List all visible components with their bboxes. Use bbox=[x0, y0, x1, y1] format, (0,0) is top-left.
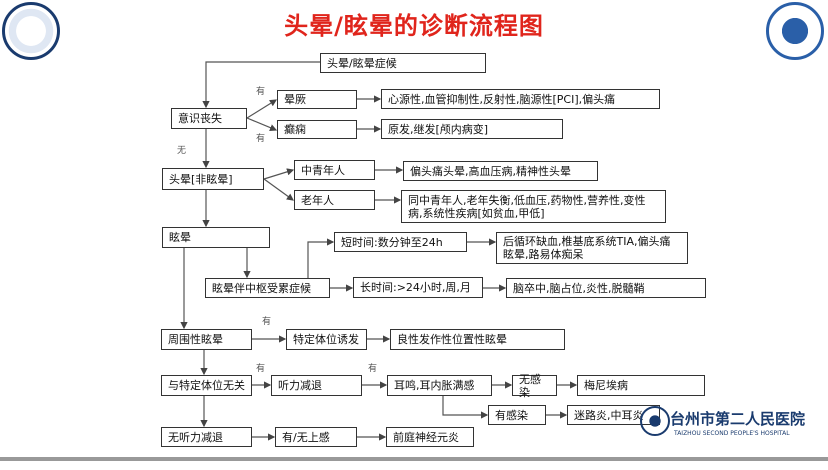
node-positional: 特定体位诱发 bbox=[286, 329, 367, 350]
node-infection: 有感染 bbox=[488, 405, 546, 425]
node-long-duration: 长时间:>24小时,周,月 bbox=[353, 277, 483, 298]
node-syncope-causes: 心源性,血管抑制性,反射性,脑源性[PCI],偏头痛 bbox=[381, 89, 660, 109]
node-dizziness: 头晕[非眩晕] bbox=[162, 168, 264, 190]
node-uri: 有/无上感 bbox=[275, 427, 357, 447]
node-short-causes: 后循环缺血,椎基底系统TIA,偏头痛眩晕,路易体痴呆 bbox=[496, 232, 688, 264]
edge bbox=[246, 99, 278, 119]
node-hearing-loss: 听力减退 bbox=[271, 375, 362, 396]
node-epilepsy: 癫痫 bbox=[277, 120, 357, 139]
node-no-infection: 无感染 bbox=[512, 373, 557, 399]
hospital-name-cn: 台州市第二人民医院 bbox=[670, 410, 806, 428]
hospital-watermark: 台州市第二人民医院 TAIZHOU SECOND PEOPLE'S HOSPIT… bbox=[640, 404, 810, 444]
node-bppv: 良性发作性位置性眩晕 bbox=[390, 329, 565, 350]
node-old: 老年人 bbox=[294, 190, 375, 210]
node-peripheral: 周围性眩晕 bbox=[161, 329, 252, 350]
page-title: 头晕/眩晕的诊断流程图 bbox=[284, 12, 544, 40]
edge-label-no: 无 bbox=[177, 146, 187, 156]
edge-label-yes: 有 bbox=[256, 134, 266, 144]
node-young: 中青年人 bbox=[294, 160, 375, 180]
edge bbox=[442, 396, 489, 419]
node-short-duration: 短时间:数分钟至24h bbox=[334, 232, 467, 252]
hospital-logo-right bbox=[766, 2, 824, 60]
hospital-logo-left bbox=[2, 2, 60, 60]
edge bbox=[263, 178, 294, 201]
node-long-causes: 脑卒中,脑占位,炎性,脱髓鞘 bbox=[506, 278, 706, 298]
node-root: 头晕/眩晕症候 bbox=[320, 53, 486, 73]
node-tinnitus: 耳鸣,耳内胀满感 bbox=[387, 375, 492, 396]
node-meniere: 梅尼埃病 bbox=[577, 375, 705, 396]
node-syncope: 晕厥 bbox=[277, 90, 357, 109]
edge-label-yes: 有 bbox=[262, 317, 272, 327]
node-central: 眩晕伴中枢受累症候 bbox=[205, 278, 330, 298]
edge bbox=[263, 168, 295, 180]
node-epilepsy-causes: 原发,继发[颅内病变] bbox=[381, 119, 563, 139]
node-loss-of-consciousness: 意识丧失 bbox=[171, 108, 247, 129]
node-vertigo: 眩晕 bbox=[162, 227, 270, 248]
hospital-name-en: TAIZHOU SECOND PEOPLE'S HOSPITAL bbox=[674, 430, 790, 437]
edge-label-yes: 有 bbox=[256, 364, 266, 374]
node-vestibular-neuritis: 前庭神经元炎 bbox=[386, 427, 474, 447]
node-young-causes: 偏头痛头晕,高血压病,精神性头晕 bbox=[403, 161, 598, 181]
node-old-causes: 同中青年人,老年失衡,低血压,药物性,营养性,变性病,系统性疾病[如贫血,甲低] bbox=[401, 190, 666, 223]
edge bbox=[246, 117, 278, 132]
edge-label-yes: 有 bbox=[368, 364, 378, 374]
edge bbox=[307, 238, 335, 278]
node-no-hearing-loss: 无听力减退 bbox=[161, 427, 252, 447]
bottom-divider bbox=[0, 457, 828, 461]
node-nonpositional: 与特定体位无关 bbox=[161, 375, 252, 396]
edge-label-yes: 有 bbox=[256, 87, 266, 97]
hospital-emblem-icon bbox=[640, 406, 670, 436]
node-labyrinthitis: 迷路炎,中耳炎 bbox=[567, 405, 660, 425]
edge bbox=[202, 61, 320, 109]
